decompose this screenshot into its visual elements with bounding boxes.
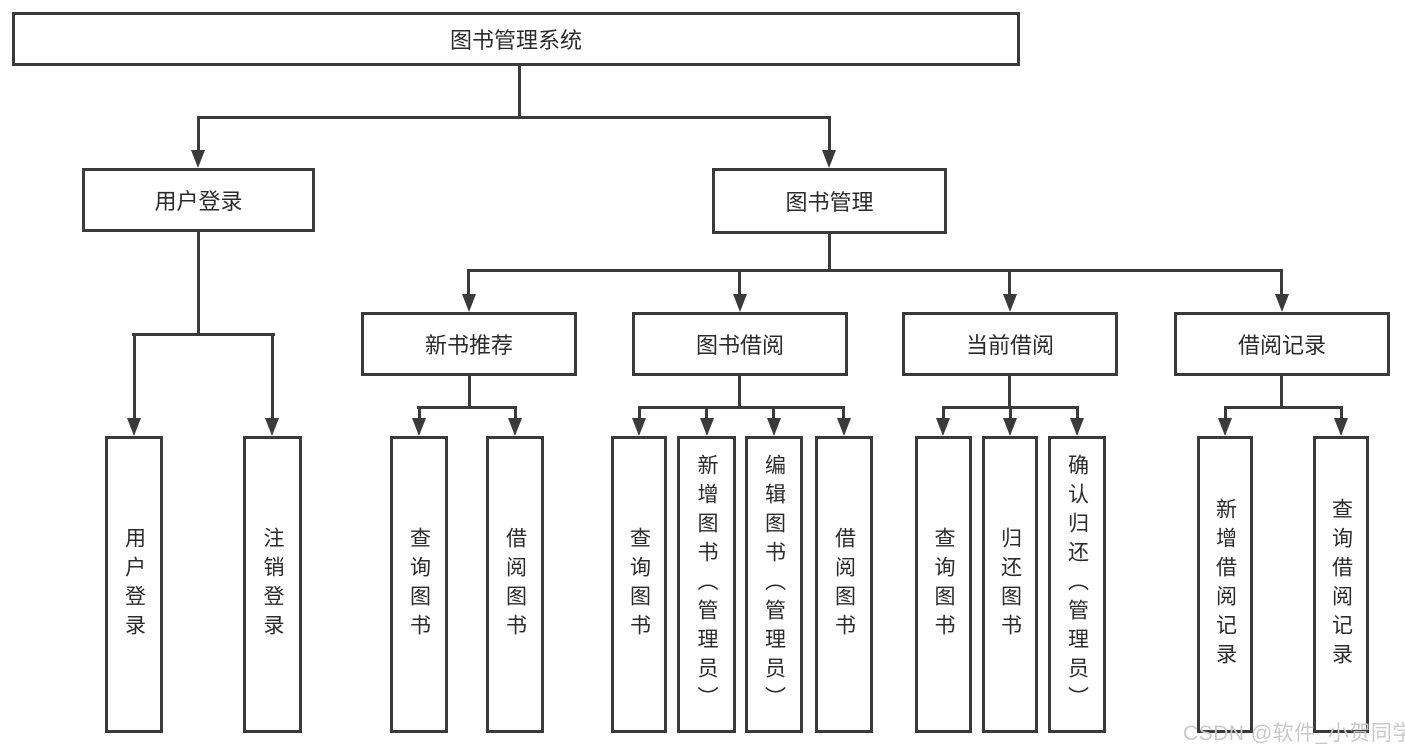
edge-leaf-stem: [1009, 406, 1012, 422]
node-leaf-add-borrow-record-label: 新增借阅记录: [1213, 497, 1237, 672]
node-leaf-confirm-return-admin: 确认归还（管理员）: [1048, 436, 1106, 733]
edge-borrowing-stem: [738, 376, 741, 408]
edge-leaf-stem: [638, 406, 641, 422]
edge-new-books-splitter: [417, 406, 517, 409]
arrowhead-borrow-records: [1275, 294, 1289, 312]
arrowhead-borrowing: [733, 294, 747, 312]
edge-root-stem: [518, 66, 521, 118]
node-leaf-borrow-books-1-label: 借阅图书: [503, 526, 527, 643]
node-leaf-borrow-books-2: 借阅图书: [815, 436, 873, 733]
edge-leaf-stem: [1340, 406, 1343, 422]
edge-logout-leaf-stem: [271, 333, 274, 420]
node-leaf-query-books-3: 查询图书: [915, 436, 972, 733]
node-leaf-add-borrow-record: 新增借阅记录: [1197, 436, 1253, 733]
node-root: 图书管理系统: [12, 12, 1020, 66]
edge-leaf-stem: [705, 406, 708, 422]
node-leaf-confirm-return-admin-label: 确认归还（管理员）: [1065, 454, 1089, 715]
edge-leaf-stem: [842, 406, 845, 422]
edge-current-borrowing-stem: [1008, 376, 1011, 408]
edge-leaf-stem: [418, 406, 421, 422]
node-leaf-query-borrow-record-label: 查询借阅记录: [1329, 497, 1353, 672]
arrowhead-user-login: [191, 150, 205, 168]
node-new-books-label: 新书推荐: [424, 333, 513, 358]
arrowhead-book-management: [822, 150, 836, 168]
arrowhead-leaf: [508, 418, 522, 436]
edge-current-borrowing-arrow-stem: [1008, 269, 1011, 296]
edge-level2-splitter: [197, 116, 830, 119]
node-leaf-edit-books-admin-label: 编辑图书（管理员）: [762, 454, 786, 715]
edge-borrow-records-arrow-stem: [1280, 269, 1283, 296]
node-leaf-edit-books-admin: 编辑图书（管理员）: [745, 436, 803, 733]
node-borrow-records: 借阅记录: [1174, 312, 1390, 376]
node-borrow-records-label: 借阅记录: [1237, 333, 1326, 358]
arrowhead-new-books: [462, 294, 476, 312]
node-leaf-user-login-label: 用户登录: [122, 526, 146, 643]
edge-new-books-stem: [468, 376, 471, 408]
edge-leaf-stem: [514, 406, 517, 422]
edge-borrowing-arrow-stem: [738, 269, 741, 296]
arrowhead-leaf: [700, 418, 714, 436]
node-book-management-label: 图书管理: [785, 190, 874, 215]
node-leaf-return-books: 归还图书: [982, 436, 1038, 733]
csdn-watermark: CSDN @软件_小贺同学: [1183, 722, 1405, 745]
arrowhead-leaf: [632, 418, 646, 436]
edge-leaf-stem: [1224, 406, 1227, 422]
edge-user-login-stem: [197, 232, 200, 333]
arrowhead-leaf: [1070, 418, 1084, 436]
edge-book-management-arrow-stem: [828, 116, 831, 152]
node-leaf-logout-label: 注销登录: [261, 526, 284, 643]
node-borrowing-label: 图书借阅: [695, 333, 784, 358]
arrowhead-login-leaf: [127, 418, 141, 436]
node-leaf-return-books-label: 归还图书: [998, 526, 1022, 643]
node-leaf-query-books-2-label: 查询图书: [627, 526, 651, 643]
node-leaf-query-books-2: 查询图书: [611, 436, 667, 733]
edge-level3-splitter: [468, 269, 1282, 272]
arrowhead-leaf: [1003, 418, 1017, 436]
arrowhead-leaf: [936, 418, 950, 436]
node-leaf-user-login: 用户登录: [105, 436, 163, 733]
node-leaf-borrow-books-2-label: 借阅图书: [832, 526, 856, 643]
arrowhead-leaf: [837, 418, 851, 436]
edge-borrowing-splitter: [638, 406, 845, 409]
arrowhead-leaf: [1334, 418, 1348, 436]
node-leaf-query-books-3-label: 查询图书: [932, 526, 955, 643]
edge-borrow-records-stem: [1280, 376, 1283, 408]
node-leaf-query-books-1-label: 查询图书: [407, 526, 431, 643]
edge-leaf-stem: [1076, 406, 1079, 422]
arrowhead-leaf: [767, 418, 781, 436]
edge-new-books-arrow-stem: [467, 269, 470, 296]
node-leaf-logout: 注销登录: [243, 436, 302, 733]
node-leaf-add-books-admin-label: 新增图书（管理员）: [695, 454, 718, 715]
arrowhead-current-borrowing: [1003, 294, 1017, 312]
edge-book-management-stem: [828, 234, 831, 271]
node-borrowing: 图书借阅: [632, 312, 848, 376]
node-new-books: 新书推荐: [361, 312, 577, 376]
node-leaf-borrow-books-1: 借阅图书: [486, 436, 544, 733]
edge-login-leaf-stem: [133, 333, 136, 420]
node-leaf-add-books-admin: 新增图书（管理员）: [677, 436, 736, 733]
edge-user-login-splitter: [132, 333, 275, 336]
node-leaf-query-borrow-record: 查询借阅记录: [1313, 436, 1369, 733]
arrowhead-leaf: [412, 418, 426, 436]
node-current-borrowing: 当前借阅: [902, 312, 1118, 376]
node-root-label: 图书管理系统: [449, 28, 582, 53]
edge-borrow-records-splitter: [1224, 406, 1343, 409]
node-book-management: 图书管理: [712, 168, 947, 234]
arrowhead-leaf: [1218, 418, 1232, 436]
node-user-login: 用户登录: [82, 168, 315, 232]
node-leaf-query-books-1: 查询图书: [390, 436, 448, 733]
edge-leaf-stem: [772, 406, 775, 422]
arrowhead-logout-leaf: [265, 418, 279, 436]
node-current-borrowing-label: 当前借阅: [965, 333, 1054, 358]
node-user-login-label: 用户登录: [154, 189, 243, 214]
edge-leaf-stem: [942, 406, 945, 422]
edge-user-login-arrow-stem: [197, 116, 200, 152]
